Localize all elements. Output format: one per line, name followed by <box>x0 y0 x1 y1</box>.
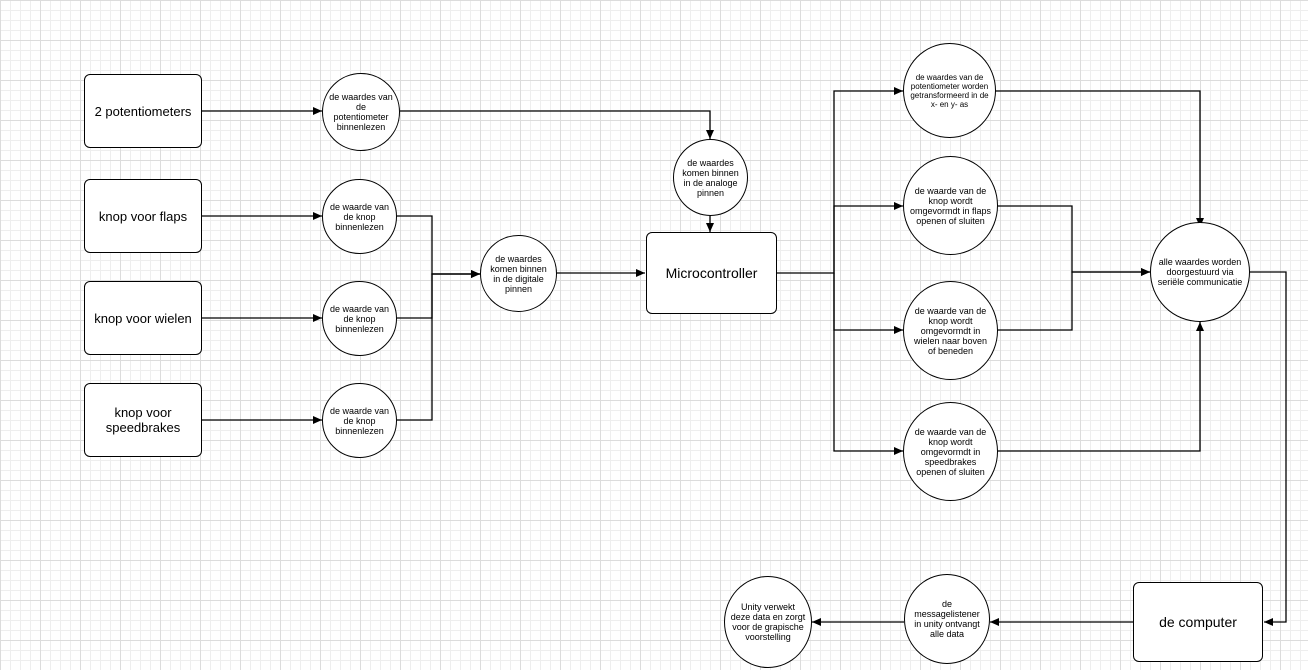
box-potentiometers-label: 2 potentiometers <box>94 103 192 119</box>
circle-digital-pins-label: de waardes komen binnen in de digitale p… <box>490 253 547 294</box>
box-microcontroller-label: Microcontroller <box>665 264 758 281</box>
circle-read-potentiometer: de waardes van de potentiometer binnenle… <box>322 73 400 151</box>
arrow-micro-to-convert-speedbrakes <box>833 273 903 455</box>
circle-convert-speedbrakes-label: de waarde van de knop wordt omgevormdt i… <box>914 426 987 477</box>
circle-messagelistener: de messagelistener in unity ontvangt all… <box>904 574 990 664</box>
box-knop-voor-flaps: knop voor flaps <box>84 179 202 253</box>
circle-unity-label: Unity verwekt deze data en zorgt voor de… <box>730 602 806 642</box>
circle-digital-pins: de waardes komen binnen in de digitale p… <box>480 235 557 312</box>
circle-read-wielen-label: de waarde van de knop binnenlezen <box>329 303 390 334</box>
circle-serial-communication: alle waardes worden doorgestuurd via ser… <box>1150 222 1250 322</box>
circle-serial-communication-label: alle waardes worden doorgestuurd via ser… <box>1157 257 1243 287</box>
circle-convert-speedbrakes: de waarde van de knop wordt omgevormdt i… <box>903 402 998 501</box>
circle-read-speedbrakes: de waarde van de knop binnenlezen <box>322 383 397 458</box>
circle-convert-wielen-label: de waarde van de knop wordt omgevormdt i… <box>913 305 988 356</box>
box-computer-label: de computer <box>1159 613 1237 630</box>
box-microcontroller: Microcontroller <box>646 232 777 314</box>
arrow-convert-flaps-to-serial <box>998 205 1150 276</box>
arrow-read-speedbrakes-to-digital <box>397 270 480 421</box>
arrow-transform-pot-to-serial <box>995 90 1204 227</box>
arrow-micro-to-transform-pot <box>777 87 903 274</box>
box-potentiometers: 2 potentiometers <box>84 74 202 148</box>
circle-read-flaps: de waarde van de knop binnenlezen <box>322 179 397 254</box>
arrow-serial-to-computer <box>1250 271 1287 626</box>
box-knop-voor-wielen: knop voor wielen <box>84 281 202 355</box>
arrow-micro-to-convert-wielen <box>833 273 903 334</box>
circle-read-wielen: de waarde van de knop binnenlezen <box>322 281 397 356</box>
circle-convert-wielen: de waarde van de knop wordt omgevormdt i… <box>903 281 998 380</box>
circle-read-speedbrakes-label: de waarde van de knop binnenlezen <box>329 405 390 436</box>
circle-read-flaps-label: de waarde van de knop binnenlezen <box>329 201 390 232</box>
box-computer: de computer <box>1133 582 1263 662</box>
box-knop-voor-wielen-label: knop voor wielen <box>94 310 192 326</box>
circle-convert-flaps: de waarde van de knop wordt omgevormdt i… <box>903 156 998 255</box>
arrow-read-pot-to-analog <box>400 110 714 139</box>
circle-transform-potentiometer-label: de waardes van de potentiometer worden g… <box>910 72 989 109</box>
circle-transform-potentiometer: de waardes van de potentiometer worden g… <box>903 43 996 138</box>
circle-messagelistener-label: de messagelistener in unity ontvangt all… <box>914 599 980 639</box>
circle-read-potentiometer-label: de waardes van de potentiometer binnenle… <box>329 92 393 132</box>
box-knop-voor-flaps-label: knop voor flaps <box>98 208 188 224</box>
arrow-convert-wielen-to-serial <box>998 268 1150 331</box>
circle-convert-flaps-label: de waarde van de knop wordt omgevormdt i… <box>909 185 992 226</box>
box-knop-voor-speedbrakes: knop voor speedbrakes <box>84 383 202 457</box>
circle-analog-pins-label: de waardes komen binnen in de analoge pi… <box>682 157 739 198</box>
arrow-micro-to-convert-flaps <box>833 202 903 273</box>
arrow-convert-speedbrakes-to-serial <box>998 322 1204 452</box>
circle-unity: Unity verwekt deze data en zorgt voor de… <box>724 576 812 668</box>
box-knop-voor-speedbrakes-label: knop voor speedbrakes <box>105 405 181 435</box>
arrow-read-flaps-to-digital <box>397 215 480 278</box>
arrow-read-wielen-to-digital <box>397 270 480 319</box>
circle-analog-pins: de waardes komen binnen in de analoge pi… <box>673 139 748 216</box>
